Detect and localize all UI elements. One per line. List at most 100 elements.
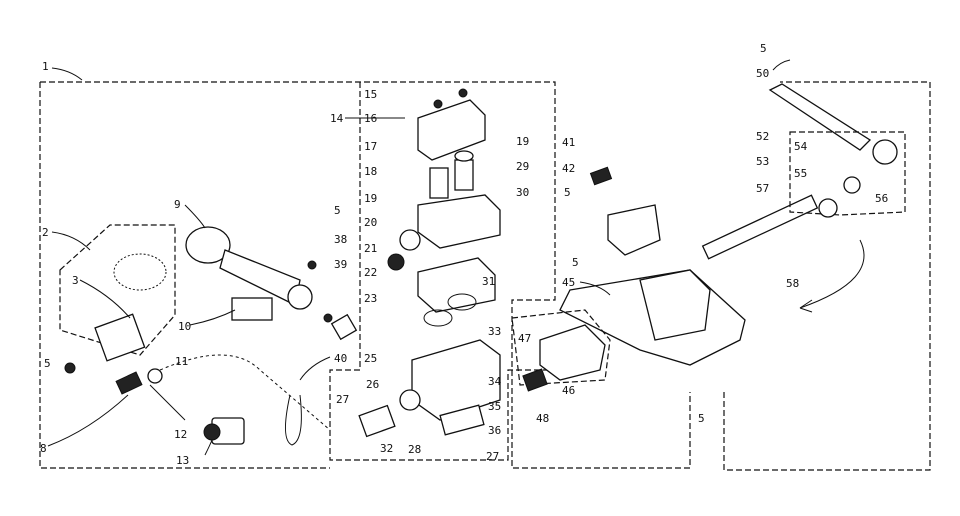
plate-23 [417,257,496,313]
pilot-13-knob [203,423,221,441]
pointer-50 [772,59,791,71]
label-35: 35 [488,400,501,413]
orifice-9 [287,284,313,310]
pointer-1 [51,67,83,81]
label-18: 18 [364,165,377,178]
label-25: 25 [364,352,377,365]
loop-40 [285,394,302,446]
label-40: 40 [334,352,347,365]
label-54: 54 [794,140,808,153]
label-27a: 27 [336,393,349,406]
nut-39 [323,313,333,323]
gear-21 [387,253,405,271]
assembly-boundary-left [39,82,330,469]
fitting-11 [147,368,163,384]
nuts-41 [589,166,613,186]
tube-12 [149,384,186,421]
elbow-54 [872,139,898,165]
label-41: 41 [562,136,575,149]
pointer-3 [79,279,131,319]
screw-15b [458,88,468,98]
spring-8 [115,371,143,395]
bracket-45-upright [639,269,711,341]
valve-body-25 [411,339,501,421]
screw-5-mid [307,260,317,270]
label-19b: 19 [516,135,529,148]
label-5-left: 5 [44,357,51,370]
pointer-9 [184,204,206,229]
cap-19 [454,150,474,162]
label-9: 9 [174,198,181,211]
fitting-38 [330,313,358,341]
label-46: 46 [562,384,575,397]
label-39: 39 [334,258,347,271]
label-15: 15 [364,88,377,101]
label-5-top: 5 [760,42,767,55]
label-8: 8 [40,442,47,455]
arrow-58 [799,239,865,309]
label-22: 22 [364,266,377,279]
label-27b: 27 [486,450,499,463]
label-23: 23 [364,292,377,305]
label-31: 31 [482,275,495,288]
arrowhead-58 [799,299,813,313]
ring-56 [818,198,838,218]
label-32: 32 [380,442,393,455]
pipe-52 [768,83,872,151]
label-10: 10 [178,320,191,333]
pipe-57 [701,194,819,260]
ring-31a [423,309,453,327]
label-50: 50 [756,67,769,80]
cylinder-18 [429,167,449,199]
fitting-48 [522,368,548,392]
label-3: 3 [72,274,79,287]
pointer-2 [51,231,91,251]
label-42: 42 [562,162,575,175]
regulator-46 [539,324,606,381]
part-53-region [789,131,906,216]
label-28: 28 [408,443,421,456]
label-17: 17 [364,140,377,153]
burner-block-3 [94,313,146,362]
gasket-ring [113,253,167,291]
label-16: 16 [364,112,377,125]
cover-16 [417,99,486,161]
label-5-mid: 5 [334,204,341,217]
label-26: 26 [366,378,379,391]
label-5-right: 5 [564,186,571,199]
pointer-40 [299,356,331,381]
label-30: 30 [516,186,529,199]
bulb-9 [185,226,231,264]
label-48: 48 [536,412,549,425]
label-12: 12 [174,428,187,441]
screw-15a [433,99,443,109]
label-57: 57 [756,182,769,195]
label-20: 20 [364,216,377,229]
gasket-35 [439,404,485,436]
label-2: 2 [42,226,49,239]
label-14: 14 [330,112,344,125]
pointer-13 [204,439,213,456]
label-21: 21 [364,242,377,255]
screw-5-left [64,362,76,374]
part-2-region [59,224,176,356]
label-55: 55 [794,167,807,180]
label-56: 56 [875,192,888,205]
block-30 [417,194,501,249]
valve-subassembly-boundary [329,82,555,461]
label-19a: 19 [364,192,377,205]
plate-26 [358,404,396,438]
pointer-8 [47,394,129,447]
gear-20 [399,229,421,251]
label-58: 58 [786,277,799,290]
label-47: 47 [518,332,531,345]
label-45: 45 [562,276,575,289]
label-11: 11 [175,355,188,368]
port-25 [399,389,421,411]
label-53: 53 [756,155,769,168]
pointer-45 [579,281,611,296]
bracket-10 [231,297,273,321]
label-38: 38 [334,233,347,246]
tube-40 [159,354,331,431]
